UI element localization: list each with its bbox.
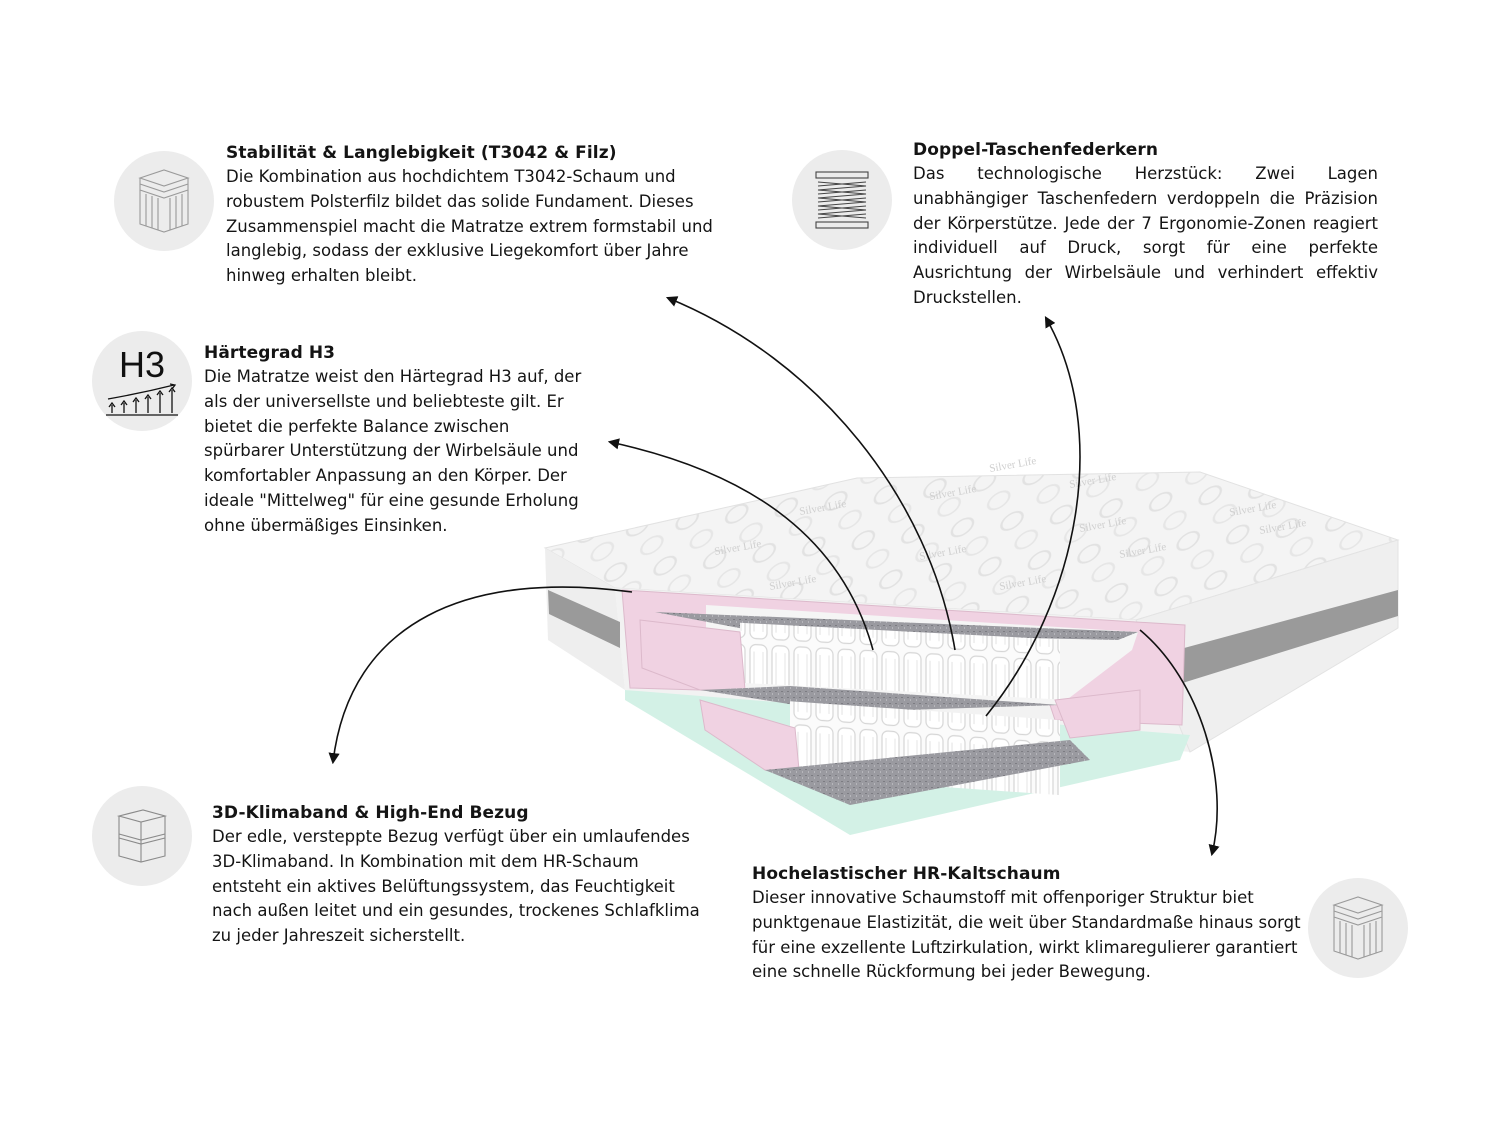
cover-band-icon xyxy=(92,786,192,886)
feature-text: Das technologische Herzstück: Zwei Lagen… xyxy=(913,164,1378,307)
feature-kaltschaum: Hochelastischer HR-Kaltschaum Dieser inn… xyxy=(752,862,1302,985)
arrow-haertegrad xyxy=(607,438,874,651)
feature-doppel: Doppel-Taschenfederkern Das technologisc… xyxy=(913,138,1378,311)
feature-text: Die Matratze weist den Härtegrad H3 auf,… xyxy=(204,367,582,535)
arrow-klimaband xyxy=(328,586,633,765)
mattress-cutaway xyxy=(621,589,1190,835)
climate-band xyxy=(1140,590,1398,690)
feature-title: 3D-Klimaband & High-End Bezug xyxy=(212,803,529,823)
h3-label: H3 xyxy=(118,344,166,385)
foam-layers-icon xyxy=(114,151,214,251)
feature-haertegrad: Härtegrad H3 Die Matratze weist den Härt… xyxy=(204,341,592,539)
feature-title: Doppel-Taschenfederkern xyxy=(913,140,1159,160)
spring-coil-icon xyxy=(792,150,892,250)
upper-springs xyxy=(740,622,1060,700)
brand-label: Silver Life xyxy=(988,455,1037,475)
lower-felt xyxy=(765,740,1090,805)
arrow-doppel xyxy=(985,316,1081,717)
feature-title: Hochelastischer HR-Kaltschaum xyxy=(752,864,1061,884)
firmness-h3-icon: H3 xyxy=(92,331,192,431)
middle-felt xyxy=(700,686,1060,712)
feature-title: Härtegrad H3 xyxy=(204,343,336,363)
feature-klimaband: 3D-Klimaband & High-End Bezug Der edle, … xyxy=(212,801,702,949)
feature-stabilitaet: Stabilität & Langlebigkeit (T3042 & Filz… xyxy=(226,141,720,289)
foam-layers-icon xyxy=(1308,878,1408,978)
feature-text: Dieser innovative Schaumstoff mit offenp… xyxy=(752,888,1301,982)
upper-felt xyxy=(655,612,1138,640)
feature-title: Stabilität & Langlebigkeit (T3042 & Filz… xyxy=(226,143,617,163)
feature-text: Der edle, versteppte Bezug verfügt über … xyxy=(212,827,700,946)
arrow-stabilitaet xyxy=(665,296,956,651)
feature-text: Die Kombination aus hochdichtem T3042-Sc… xyxy=(226,167,713,286)
arrow-kaltschaum xyxy=(1139,629,1220,857)
pointer-arrows xyxy=(328,296,1220,857)
